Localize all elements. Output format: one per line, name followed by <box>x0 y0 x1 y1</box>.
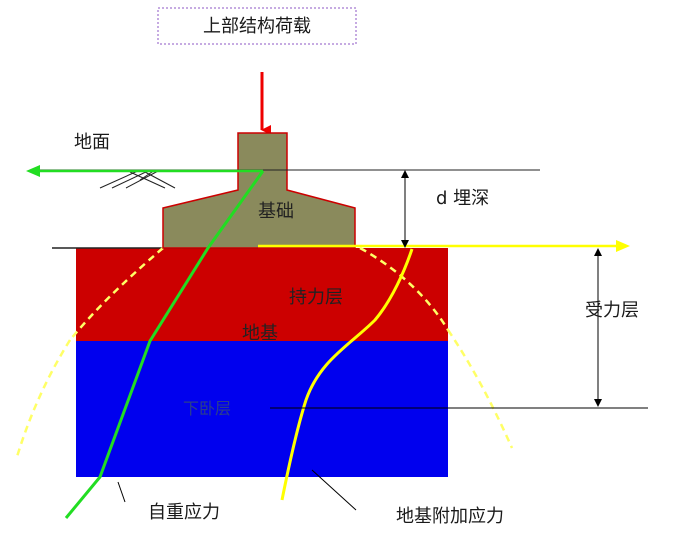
foundation-label: 基础 <box>258 201 294 222</box>
stress-bulb-left-inner <box>69 247 164 341</box>
additional-stress-curve <box>280 248 414 501</box>
title-text: 上部结构荷载 <box>203 16 311 37</box>
depth-label: d 埋深 <box>436 188 489 209</box>
title-box: 上部结构荷载 <box>157 7 357 45</box>
underlying-layer <box>76 341 448 477</box>
ground-label: 地面 <box>74 132 110 153</box>
stress-bulb-right-outer <box>446 329 514 449</box>
additional-stress-leader <box>311 469 357 511</box>
subgrade-label: 地基 <box>242 323 278 344</box>
self-weight-stress-curve <box>64 170 265 519</box>
foundation-body <box>162 132 356 249</box>
stress-bulb-left-outer <box>14 339 72 461</box>
self-weight-stress-label: 自重应力 <box>148 502 220 523</box>
self-weight-arrowhead <box>26 165 40 177</box>
stressed-layer-label: 受力层 <box>585 300 639 321</box>
stress-bulb-right-inner <box>359 246 450 331</box>
additional-stress-label: 地基附加应力 <box>396 506 504 527</box>
underlying-layer-label: 下卧层 <box>183 399 231 418</box>
additional-stress-arrowhead <box>616 240 630 252</box>
bearing-layer-label: 持力层 <box>289 287 343 308</box>
self-weight-leader <box>117 481 126 503</box>
ground-hatch <box>99 169 176 189</box>
